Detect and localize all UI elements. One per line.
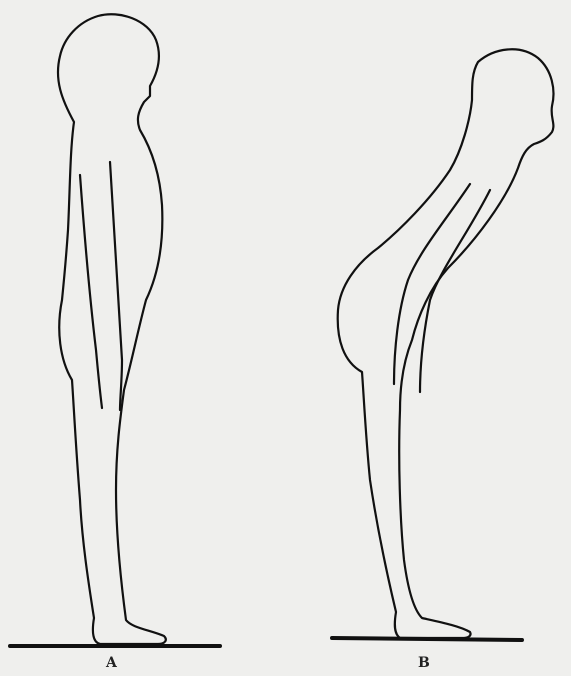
figure-a-arm-back <box>80 175 102 408</box>
figure-a-silhouette <box>10 14 220 646</box>
figure-b-arm-back <box>394 184 470 384</box>
figure-a-caption: A <box>106 655 118 671</box>
figure-a-outline <box>58 14 166 644</box>
figure-b-silhouette <box>332 49 553 640</box>
figure-a-arm-front <box>110 162 122 410</box>
figure-b-caption: B <box>418 655 431 671</box>
figure-b-outline <box>338 49 554 638</box>
